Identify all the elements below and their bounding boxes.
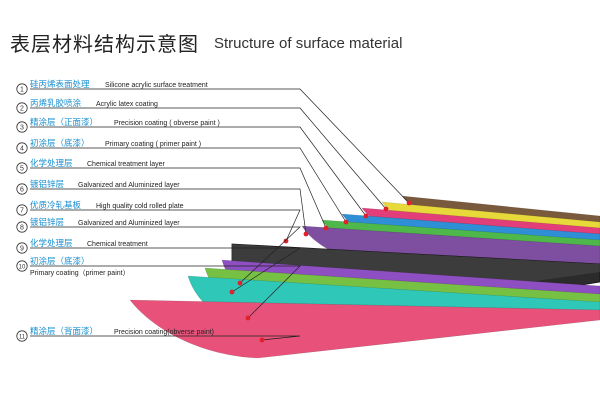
number-badge-9 xyxy=(16,242,28,254)
layer-label-cn-5: 化学处理层 xyxy=(30,158,73,169)
number-badge-11 xyxy=(16,330,28,342)
layer-label-cn-10: 初涂层（底漆） xyxy=(30,256,90,267)
number-badge-2 xyxy=(16,102,28,114)
number-badge-text-9: 9 xyxy=(20,246,24,253)
number-badge-4 xyxy=(16,142,28,154)
marker-dot-4 xyxy=(343,219,349,225)
number-badge-10 xyxy=(16,260,28,272)
marker-dot-8 xyxy=(237,280,243,286)
leader-line-2 xyxy=(30,107,387,210)
leader-line-8 xyxy=(30,226,301,284)
layer-label-cn-2: 丙烯乳胶喷涂 xyxy=(30,98,82,109)
leader-line-9 xyxy=(30,247,302,293)
layer-bands xyxy=(129,195,600,359)
leader-line-10 xyxy=(30,265,301,319)
layer-label-cn-9: 化学处理层 xyxy=(30,238,73,249)
layer-band-11 xyxy=(129,299,600,359)
layer-label-en-5: Chemical treatment layer xyxy=(87,161,165,168)
number-badge-8 xyxy=(16,221,28,233)
marker-dot-9 xyxy=(229,289,235,295)
number-badge-text-8: 8 xyxy=(20,225,24,232)
layer-label-cn-7: 优质冷轧基板 xyxy=(30,200,82,211)
marker-dot-1 xyxy=(406,200,412,206)
marker-dot-7 xyxy=(283,238,289,244)
layer-label-cn-1: 硅丙烯表面处理 xyxy=(30,79,90,90)
number-badge-text-6: 6 xyxy=(20,187,24,194)
leader-line-7 xyxy=(30,209,301,242)
layer-label-en-8: Galvanized and Aluminized layer xyxy=(78,220,180,227)
number-badge-text-3: 3 xyxy=(20,125,24,132)
number-badge-text-1: 1 xyxy=(20,87,24,94)
layer-label-cn-6: 镀铝锌层 xyxy=(30,179,64,190)
leader-line-1 xyxy=(30,88,410,204)
marker-dot-2 xyxy=(383,206,389,212)
number-badge-text-4: 4 xyxy=(20,146,24,153)
layer-label-en-6: Galvanized and Aluminized layer xyxy=(78,182,180,189)
leader-line-4 xyxy=(30,147,347,223)
layer-labels: 1 硅丙烯表面处理 Silicone acrylic surface treatme… xyxy=(16,79,220,342)
number-badge-text-5: 5 xyxy=(20,166,24,173)
layer-label-en-1: Silicone acrylic surface treatment xyxy=(105,82,208,89)
layer-label-cn-4: 初涂层（底漆） xyxy=(30,138,90,149)
number-badge-text-2: 2 xyxy=(20,106,24,113)
number-badge-text-7: 7 xyxy=(20,208,24,215)
number-badge-6 xyxy=(16,183,28,195)
number-badge-5 xyxy=(16,162,28,174)
layer-label-en-2: Acrylic latex coating xyxy=(96,101,158,108)
marker-dot-10 xyxy=(245,315,251,321)
leader-lines xyxy=(30,88,412,343)
leader-line-6 xyxy=(30,188,307,235)
marker-dot-6 xyxy=(303,231,309,237)
marker-dot-3 xyxy=(363,213,369,219)
number-badge-text-11: 11 xyxy=(19,335,26,341)
leader-line-3 xyxy=(30,126,367,217)
number-badge-7 xyxy=(16,204,28,216)
layer-label-cn-11: 精涂层（背面漆） xyxy=(30,326,98,337)
layer-label-cn-3: 精涂层（正面漆） xyxy=(30,117,98,128)
layer-label-en-10: Primary coating（primer paint） xyxy=(30,269,130,277)
page-title-en: Structure of surface material xyxy=(214,35,403,52)
layer-label-en-7: High quality cold rolled plate xyxy=(96,203,184,210)
layer-label-en-3: Precision coating ( obverse paint ) xyxy=(114,120,220,127)
page-title-cn: 表层材料结构示意图 xyxy=(10,32,199,56)
layer-label-en-4: Primary coating ( primer paint ) xyxy=(105,141,201,148)
number-badge-1 xyxy=(16,83,28,95)
leader-line-11 xyxy=(30,335,301,341)
layer-label-en-9: Chemical treatment xyxy=(87,241,148,248)
marker-dot-11 xyxy=(259,337,265,343)
leader-line-5 xyxy=(30,167,327,229)
number-badge-3 xyxy=(16,121,28,133)
layer-label-en-11: Precision coating(obverse paint) xyxy=(114,329,214,336)
layer-label-cn-8: 镀铝锌层 xyxy=(30,217,64,228)
number-badge-text-10: 10 xyxy=(19,265,26,271)
marker-dot-5 xyxy=(323,225,329,231)
